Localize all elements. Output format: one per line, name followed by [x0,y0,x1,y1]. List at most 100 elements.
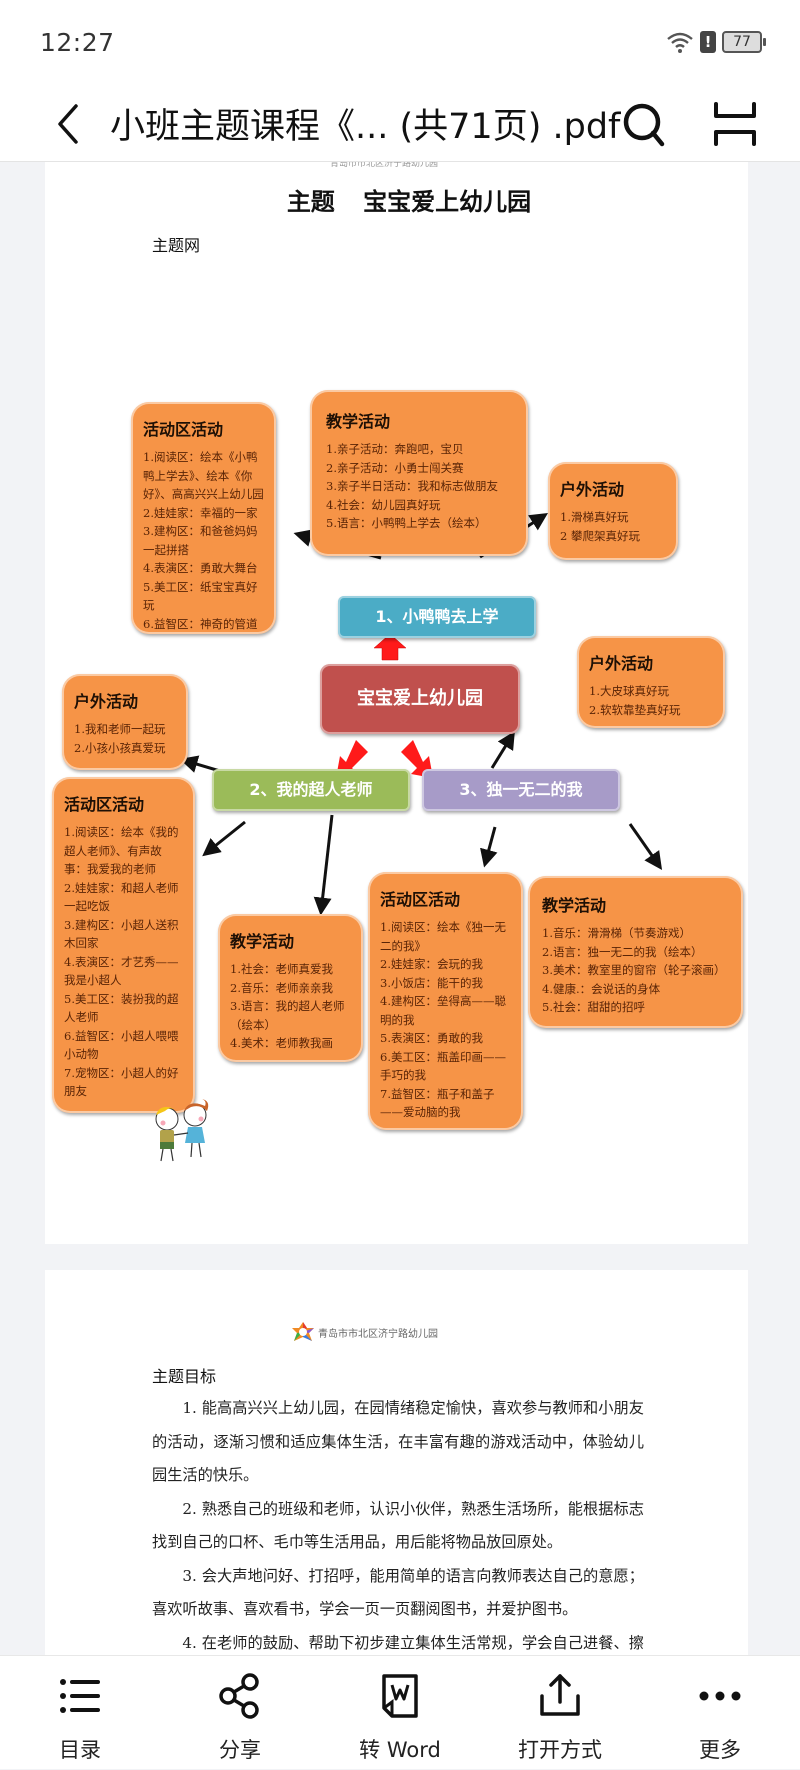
box-item: 6.益智区：小超人喂喂小动物 [64,1028,179,1062]
topic3-area-activities-box: 活动区活动 1.阅读区：绘本《独一无二的我》 2.娃娃家：会玩的我 3.小饭店：… [368,872,523,1130]
box-item: 2.娃娃家：和超人老师一起吃饭 [64,880,179,914]
box-item: 2.软软靠垫真好玩 [589,702,681,717]
convert-word-label: 转 Word [359,1738,441,1762]
status-icons: ! 77 [666,30,766,54]
box-heading: 活动区活动 [64,795,145,814]
topic1-outdoor-activities-box: 户外活动 1.滑梯真好玩 2 攀爬架真好玩 [548,462,678,560]
battery-icon: 77 [722,31,766,53]
pdf-page-1: 青岛市市北区济宁路幼儿园 主题 宝宝爱上幼儿园 主题网 [45,162,748,1244]
box-item: 3.建构区：小超人送积木回家 [64,917,179,951]
topic1-area-activities-box: 活动区活动 1.阅读区：绘本《小鸭鸭上学去》、绘本《你好》、高高兴兴上幼儿园 2… [131,402,276,634]
theme-web-label: 主题网 [152,236,201,255]
topic2-outdoor-activities-box: 户外活动 1.我和老师一起玩 2.小孩小孩真爱玩 [62,674,188,770]
bottom-toolbar: 目录 分享 转 Word 打开方式 更多 [0,1655,800,1769]
title-bar: 小班主题课程《... (共71页) .pdf [0,88,800,162]
box-heading: 户外活动 [589,654,654,673]
box-item: 2 攀爬架真好玩 [560,528,640,543]
box-item: 4.表演区：才艺秀——我是小超人 [64,954,179,988]
status-bar: 12:27 ! 77 [0,0,800,88]
box-item: 2.音乐：老师亲亲我 [230,980,333,995]
box-item: 3.小饭店：能干的我 [380,975,483,990]
goal-paragraph: 2. 熟悉自己的班级和老师，认识小伙伴，熟悉生活场所，能根据标志找到自己的口杯、… [152,1499,644,1552]
box-item: 1.大皮球真好玩 [589,684,669,698]
chevron-left-icon[interactable] [48,96,88,152]
box-item: 2.娃娃家：幸福的一家 [143,505,258,520]
children-illustration [155,1099,209,1162]
box-item: 1.社会：老师真爱我 [230,962,333,976]
box-item: 4.社会：幼儿园真好玩 [326,497,441,512]
box-item: 4.表演区：勇敢大舞台 [143,561,258,575]
wifi-icon [667,32,693,53]
share-button[interactable]: 分享 [180,1656,300,1770]
box-item: 3.建构区：和爸爸妈妈一起拼搭 [143,524,258,557]
box-item: 1.音乐：滑滑梯（节奏游戏） [542,926,691,940]
kindergarten-logo: 青岛市市北区济宁路幼儿园 [290,1320,438,1344]
box-item: 3.亲子半日活动：我和标志做朋友 [326,479,498,493]
box-item: 5.美工区：装扮我的超人老师 [64,991,179,1025]
box-heading: 活动区活动 [380,890,461,909]
more-icon [699,1691,741,1701]
section-heading: 主题目标 [152,1367,217,1386]
open-with-button[interactable]: 打开方式 [500,1656,620,1770]
box-heading: 教学活动 [542,896,607,915]
box-item: 5.语言：小鸭鸭上学去（绘本） [326,516,487,530]
convert-word-button[interactable]: 转 Word [340,1656,460,1770]
topic2-area-activities-box: 活动区活动 1.阅读区：绘本《我的超人老师》、有声故事：我爱我的老师 2.娃娃家… [52,777,195,1113]
box-item: 1.滑梯真好玩 [560,510,629,524]
box-item: 2.小孩小孩真爱玩 [74,740,166,755]
goals-body: 1. 能高高兴兴上幼儿园，在园情绪稳定愉快，喜欢参与教师和小朋友的活动，逐渐习惯… [152,1392,644,1655]
box-heading: 户外活动 [74,692,139,711]
topic-node-2: 2、我的超人老师 [212,769,410,811]
more-label: 更多 [699,1738,741,1762]
box-item: 2.娃娃家：会玩的我 [380,957,483,971]
more-button[interactable]: 更多 [660,1656,780,1770]
kindergarten-logo-icon [292,1322,314,1341]
box-item: 7.宠物区：小超人的好朋友 [64,1065,179,1099]
pdf-page-2: 青岛市市北区济宁路幼儿园 主题目标 1. 能高高兴兴上幼儿园，在园情绪稳定愉快，… [45,1270,748,1655]
box-heading: 教学活动 [326,412,391,431]
center-node: 宝宝爱上幼儿园 [320,664,520,734]
reader-menu-icon[interactable] [710,98,760,150]
title-main: 宝宝爱上幼儿园 [363,188,532,216]
goal-paragraph: 3. 会大声地问好、打招呼，能用简单的语言向教师表达自己的意愿；喜欢听故事、喜欢… [152,1566,644,1619]
goal-paragraph: 1. 能高高兴兴上幼儿园，在园情绪稳定愉快，喜欢参与教师和小朋友的活动，逐渐习惯… [152,1399,644,1484]
box-item: 2.语言：独一无二的我（绘本） [542,944,703,959]
document-viewer[interactable]: 青岛市市北区济宁路幼儿园 主题 宝宝爱上幼儿园 主题网 [0,162,800,1655]
box-item: 1.阅读区：绘本《独一无二的我》 [380,920,506,953]
sim-alert-icon: ! [700,31,716,53]
box-item: 4.建构区：垒得高——聪明的我 [380,994,506,1027]
toc-button[interactable]: 目录 [20,1656,140,1770]
goal-paragraph: 4. 在老师的鼓励、帮助下初步建立集体生活常规，学会自己进餐、擦嘴、喝水、如厕、… [182,1633,644,1652]
box-item: 3.美术：教室里的窗帘（轮子滚画） [542,963,726,977]
document-title: 小班主题课程《... (共71页) .pdf [110,107,621,147]
box-item: 1.亲子活动：奔跑吧，宝贝 [326,442,464,456]
box-item: 6.益智区：神奇的管道 [143,616,258,631]
box-item: 5.表演区：勇敢的我 [380,1031,483,1045]
open-with-label: 打开方式 [518,1738,602,1762]
topic2-teaching-activities-box: 教学活动 1.社会：老师真爱我 2.音乐：老师亲亲我 3.语言：我的超人老师（绘… [218,914,363,1062]
search-icon[interactable] [618,98,670,150]
share-icon [219,1673,259,1719]
open-with-icon [540,1674,580,1716]
topic3-teaching-activities-box: 教学活动 1.音乐：滑滑梯（节奏游戏） 2.语言：独一无二的我（绘本） 3.美术… [528,876,743,1028]
box-item: 5.美工区：纸宝宝真好玩 [143,579,258,613]
box-heading: 教学活动 [230,932,295,951]
box-item: 7.益智区：瓶子和盖子——爱动脑的我 [380,1086,495,1120]
topic-node-1: 1、小鸭鸭去上学 [338,596,536,638]
topic1-teaching-activities-box: 教学活动 1.亲子活动：奔跑吧，宝贝 2.亲子活动：小勇士闯关赛 3.亲子半日活… [310,390,528,556]
box-item: 1.阅读区：绘本《小鸭鸭上学去》、绘本《你好》、高高兴兴上幼儿园 [143,450,264,501]
topic3-outdoor-activities-box: 户外活动 1.大皮球真好玩 2.软软靠垫真好玩 [577,636,725,728]
word-convert-icon [382,1674,418,1718]
box-item: 4.健康.：会说话的身体 [542,981,661,996]
box-heading: 活动区活动 [143,420,224,439]
page-title: 主题 宝宝爱上幼儿园 [45,182,748,217]
box-item: 4.美术：老师教我画 [230,1036,333,1050]
list-icon [60,1679,100,1713]
topic-node-3: 3、独一无二的我 [422,769,620,811]
page-header-text: 青岛市市北区济宁路幼儿园 [330,162,439,169]
page-header-text: 青岛市市北区济宁路幼儿园 [318,1328,438,1340]
box-item: 6.美工区：瓶盖印画——手巧的我 [380,1049,506,1083]
toc-label: 目录 [59,1738,101,1762]
status-time: 12:27 [40,28,115,57]
box-item: 1.阅读区：绘本《我的超人老师》、有声故事：我爱我的老师 [64,825,179,876]
